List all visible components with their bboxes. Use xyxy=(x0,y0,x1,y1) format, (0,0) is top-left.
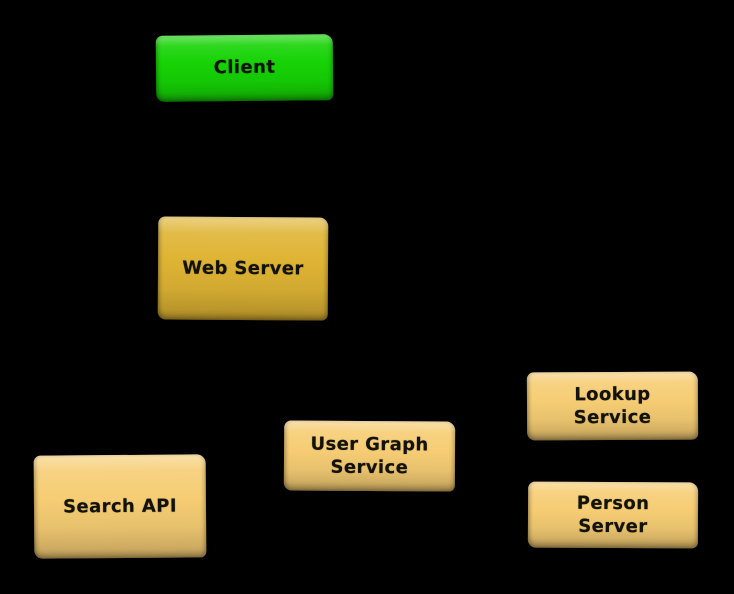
node-lookup-service-label: Lookup Service xyxy=(573,383,652,429)
node-search-api: Search API xyxy=(33,454,207,559)
node-user-graph-service-label: User Graph Service xyxy=(310,433,429,479)
node-web-server-label: Web Server xyxy=(182,257,304,280)
node-person-server: Person Server xyxy=(527,481,699,549)
node-client-label: Client xyxy=(213,57,276,79)
node-search-api-label: Search API xyxy=(63,495,177,518)
node-person-server-label: Person Server xyxy=(576,492,650,538)
node-user-graph-service: User Graph Service xyxy=(283,420,456,492)
node-web-server: Web Server xyxy=(157,216,329,321)
node-client: Client xyxy=(155,34,334,102)
node-lookup-service: Lookup Service xyxy=(526,371,699,441)
